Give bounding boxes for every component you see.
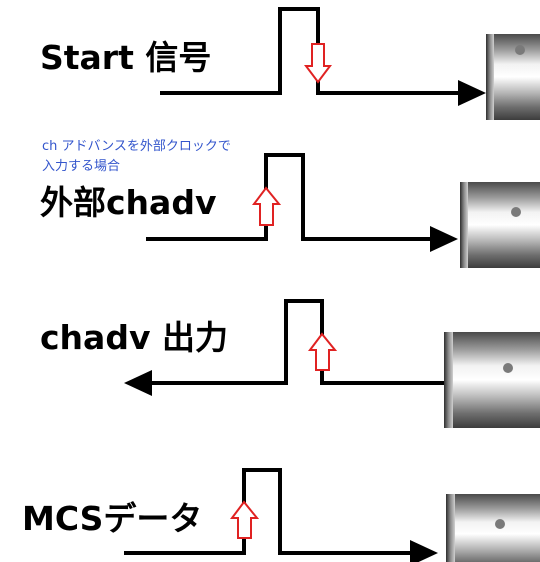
bnc-connector-icon — [486, 34, 540, 120]
rising-edge-arrow-icon — [308, 332, 338, 371]
bnc-connector-icon — [460, 182, 540, 268]
row-label: 外部chadv — [40, 183, 217, 222]
note-line-1: ch アドバンスを外部クロックで — [42, 139, 231, 154]
pulse-waveform — [146, 153, 434, 241]
row-mcs-data: MCSデータ — [22, 468, 540, 562]
row-label: chadv 出力 — [40, 318, 228, 357]
row-external-chadv: ch アドバンスを外部クロックで 入力する場合 外部chadv — [40, 139, 540, 268]
falling-edge-arrow-icon — [304, 43, 332, 84]
pulse-waveform — [124, 468, 414, 555]
arrow-left-icon — [124, 370, 152, 396]
row-label: MCSデータ — [22, 499, 202, 538]
note-line-2: 入力する場合 — [42, 159, 120, 174]
arrow-right-icon — [410, 540, 438, 562]
rising-edge-arrow-icon — [252, 186, 282, 226]
rising-edge-arrow-icon — [230, 500, 260, 539]
pulse-waveform — [160, 7, 462, 95]
pulse-waveform — [148, 299, 444, 385]
row-start-signal: Start 信号 — [40, 7, 540, 120]
row-chadv-output: chadv 出力 — [40, 299, 540, 428]
arrow-right-icon — [458, 80, 486, 106]
row-label: Start 信号 — [40, 38, 211, 77]
arrow-right-icon — [430, 226, 458, 252]
bnc-connector-icon — [444, 332, 540, 428]
bnc-connector-icon — [446, 494, 540, 562]
